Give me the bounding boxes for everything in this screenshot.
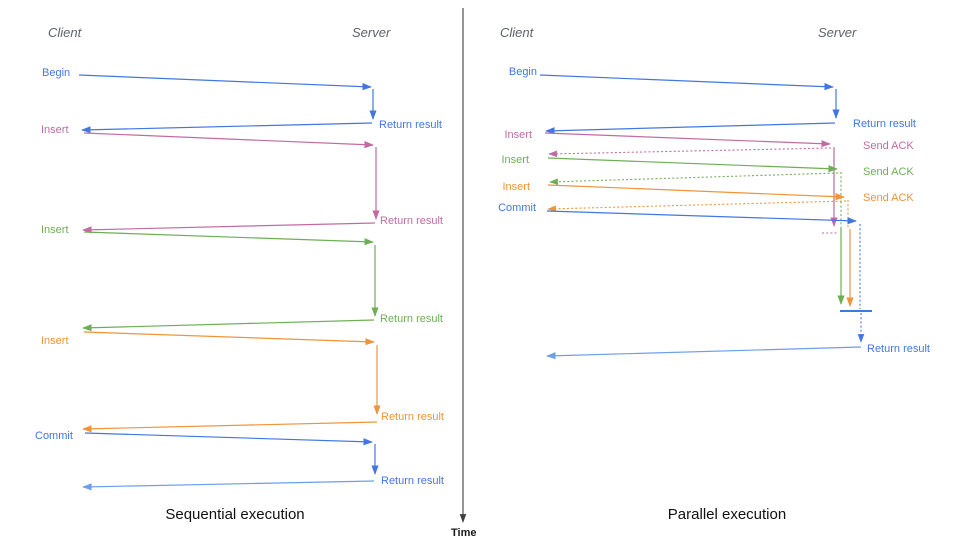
right-op-insert1: Insert Send ACK — [504, 129, 914, 234]
insert2-label: Insert — [501, 154, 529, 166]
insert1-label: Insert — [504, 129, 532, 141]
insert1-label: Insert — [41, 124, 69, 136]
begin-request-arrow — [539, 74, 834, 91]
insert2-label: Insert — [41, 224, 69, 236]
left-client-header: Client — [48, 25, 83, 40]
time-axis: Time — [451, 8, 476, 539]
left-op-begin: Begin Return result — [42, 67, 442, 134]
insert2-ack-dotted-arrow — [549, 172, 839, 186]
insert1-return-arrow — [82, 222, 376, 234]
commit-return-arrow — [82, 480, 375, 491]
begin-return-label: Return result — [853, 118, 916, 130]
insert2-request-arrow — [83, 231, 374, 246]
insert1-request-arrow — [83, 132, 374, 149]
insert1-request-arrow — [544, 132, 831, 148]
final-return-label: Return result — [867, 343, 930, 355]
insert3-request-arrow — [83, 331, 375, 346]
commit-label: Commit — [35, 430, 73, 442]
right-panel-title: Parallel execution — [668, 506, 786, 523]
right-op-insert3: Insert Send ACK — [502, 181, 914, 307]
right-server-header: Server — [818, 25, 857, 40]
commit-request-arrow — [546, 210, 857, 225]
insert2-request-arrow — [547, 157, 838, 173]
begin-return-arrow — [81, 122, 373, 134]
insert3-request-arrow — [547, 184, 845, 201]
begin-label: Begin — [42, 67, 70, 79]
insert1-ack-label: Send ACK — [863, 140, 914, 152]
commit-label: Commit — [498, 202, 536, 214]
left-op-insert3: Insert Return result — [41, 331, 444, 433]
time-axis-label: Time — [451, 527, 476, 539]
right-client-header: Client — [500, 25, 535, 40]
left-panel-title: Sequential execution — [165, 506, 304, 523]
left-server-header: Server — [352, 25, 391, 40]
left-op-insert2: Insert Return result — [41, 224, 443, 332]
commit-request-arrow — [84, 432, 373, 446]
left-panel: Client Server Begin Return result Insert… — [35, 25, 444, 523]
insert3-ack-label: Send ACK — [863, 192, 914, 204]
insert2-return-arrow — [82, 319, 375, 332]
insert1-return-label: Return result — [380, 215, 443, 227]
left-op-insert1: Insert Return result — [41, 124, 443, 234]
right-op-begin: Begin Return result — [509, 66, 916, 135]
final-return-arrow — [546, 346, 862, 360]
insert3-ack-dotted-arrow — [547, 200, 847, 213]
begin-return-arrow — [545, 122, 836, 135]
right-panel: Client Server Begin Return result Insert… — [498, 25, 930, 523]
right-op-insert2: Insert Send ACK — [501, 154, 914, 305]
insert3-return-arrow — [82, 421, 378, 433]
begin-label: Begin — [509, 66, 537, 78]
begin-request-arrow — [78, 74, 372, 91]
insert3-label: Insert — [502, 181, 530, 193]
left-op-commit: Commit Return result — [35, 430, 444, 491]
insert3-return-label: Return result — [381, 411, 444, 423]
insert3-label: Insert — [41, 335, 69, 347]
insert1-ack-dotted-arrow — [548, 147, 832, 158]
insert2-ack-label: Send ACK — [863, 166, 914, 178]
commit-return-label: Return result — [381, 475, 444, 487]
insert2-return-label: Return result — [380, 313, 443, 325]
begin-return-label: Return result — [379, 119, 442, 131]
right-op-commit: Commit Return result — [498, 202, 930, 360]
